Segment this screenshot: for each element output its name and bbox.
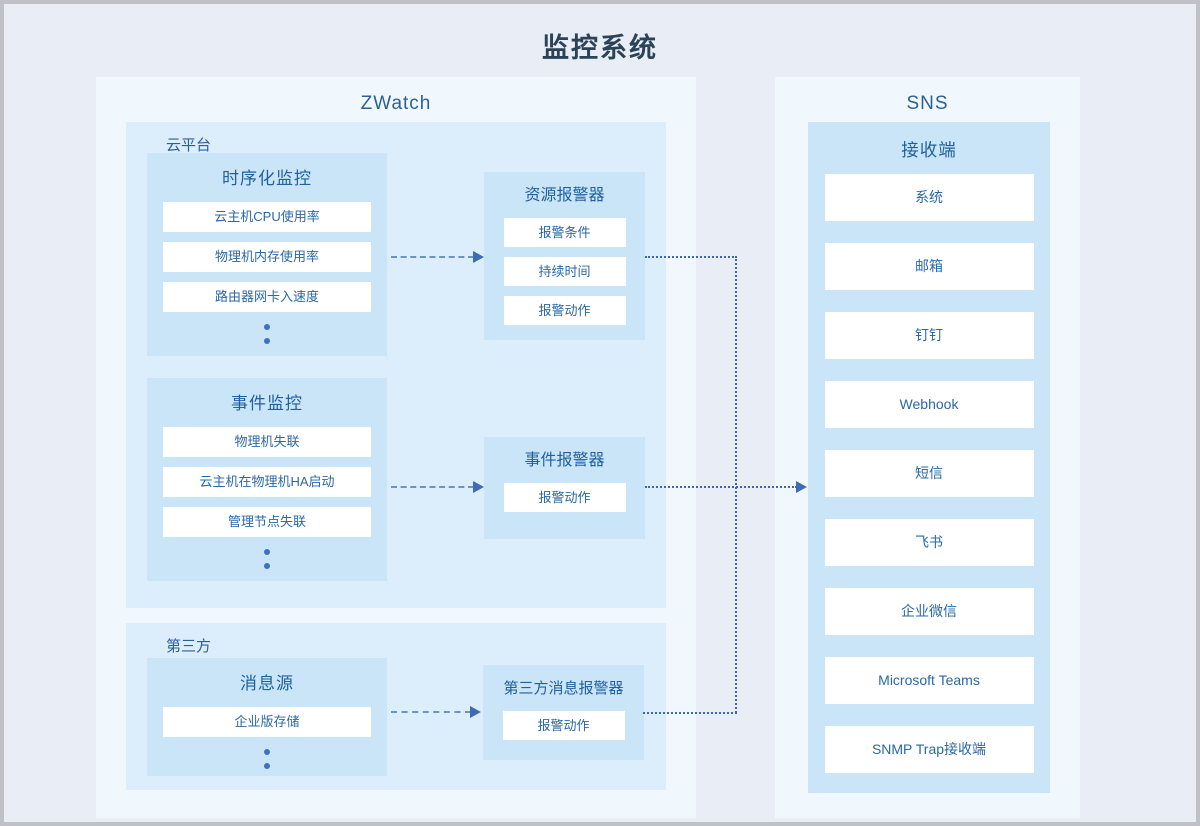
receiver-item: 短信 [824,450,1034,497]
connector-event-alarm-to-sns [645,486,797,488]
alarm-item: 报警动作 [503,483,626,512]
connector-alarm-bus [735,256,737,713]
receiver-item: 系统 [824,174,1034,221]
zwatch-panel: ZWatch 云平台 时序化监控 云主机CPU使用率 物理机内存使用率 路由器网… [96,77,696,818]
receiver-item: 钉钉 [824,312,1034,359]
receiver-item: Webhook [824,381,1034,428]
connector-timeseries-to-resource-alarm [391,256,474,258]
resource-alarm-title: 资源报警器 [524,187,605,204]
arrowhead-icon [473,251,484,263]
connector-event-to-event-alarm [391,486,474,488]
source-item: 企业版存储 [163,707,371,737]
ellipsis-icon [147,324,387,344]
sns-panel: SNS 接收端 系统 邮箱 钉钉 Webhook 短信 飞书 企业微信 Micr… [775,77,1080,818]
receiver-item: 企业微信 [824,588,1034,635]
event-item: 物理机失联 [163,427,371,457]
third-party-alarm-group: 第三方消息报警器 报警动作 [483,665,644,760]
receiver-item: 飞书 [824,519,1034,566]
receiver-item: Microsoft Teams [824,657,1034,704]
timeseries-monitoring-group: 时序化监控 云主机CPU使用率 物理机内存使用率 路由器网卡入速度 [147,153,387,356]
alarm-item: 报警动作 [503,296,626,325]
event-item: 管理节点失联 [163,507,371,537]
ellipsis-icon [147,749,387,769]
receiver-label: 接收端 [901,140,957,160]
event-alarm-title: 事件报警器 [524,452,605,469]
zwatch-panel-label: ZWatch [360,93,432,114]
page-title: 监控系统 [542,33,658,63]
alarm-item: 报警动作 [502,711,625,740]
timeseries-monitoring-title: 时序化监控 [222,169,312,188]
receiver-subpanel: 接收端 系统 邮箱 钉钉 Webhook 短信 飞书 企业微信 Microsof… [808,122,1050,793]
connector-resource-alarm-out [645,256,737,258]
third-party-label: 第三方 [166,638,212,655]
arrowhead-icon [470,706,481,718]
cloud-platform-label: 云平台 [166,137,212,154]
sns-panel-label: SNS [906,93,949,114]
metric-item: 路由器网卡入速度 [163,282,371,312]
third-party-alarm-title: 第三方消息报警器 [503,680,624,697]
connector-thirdparty-alarm-out [643,712,737,714]
alarm-item: 持续时间 [503,257,626,286]
alarm-item: 报警条件 [503,218,626,247]
message-source-group: 消息源 企业版存储 [147,658,387,776]
connector-source-to-thirdparty-alarm [391,711,471,713]
ellipsis-icon [147,549,387,569]
arrowhead-icon [473,481,484,493]
receiver-item: SNMP Trap接收端 [824,726,1034,773]
event-alarm-group: 事件报警器 报警动作 [484,437,645,539]
event-monitoring-group: 事件监控 物理机失联 云主机在物理机HA启动 管理节点失联 [147,378,387,581]
metric-item: 物理机内存使用率 [163,242,371,272]
resource-alarm-group: 资源报警器 报警条件 持续时间 报警动作 [484,172,645,340]
message-source-title: 消息源 [240,674,294,693]
event-monitoring-title: 事件监控 [231,394,303,413]
metric-item: 云主机CPU使用率 [163,202,371,232]
event-item: 云主机在物理机HA启动 [163,467,371,497]
receiver-item: 邮箱 [824,243,1034,290]
arrowhead-icon [796,481,807,493]
